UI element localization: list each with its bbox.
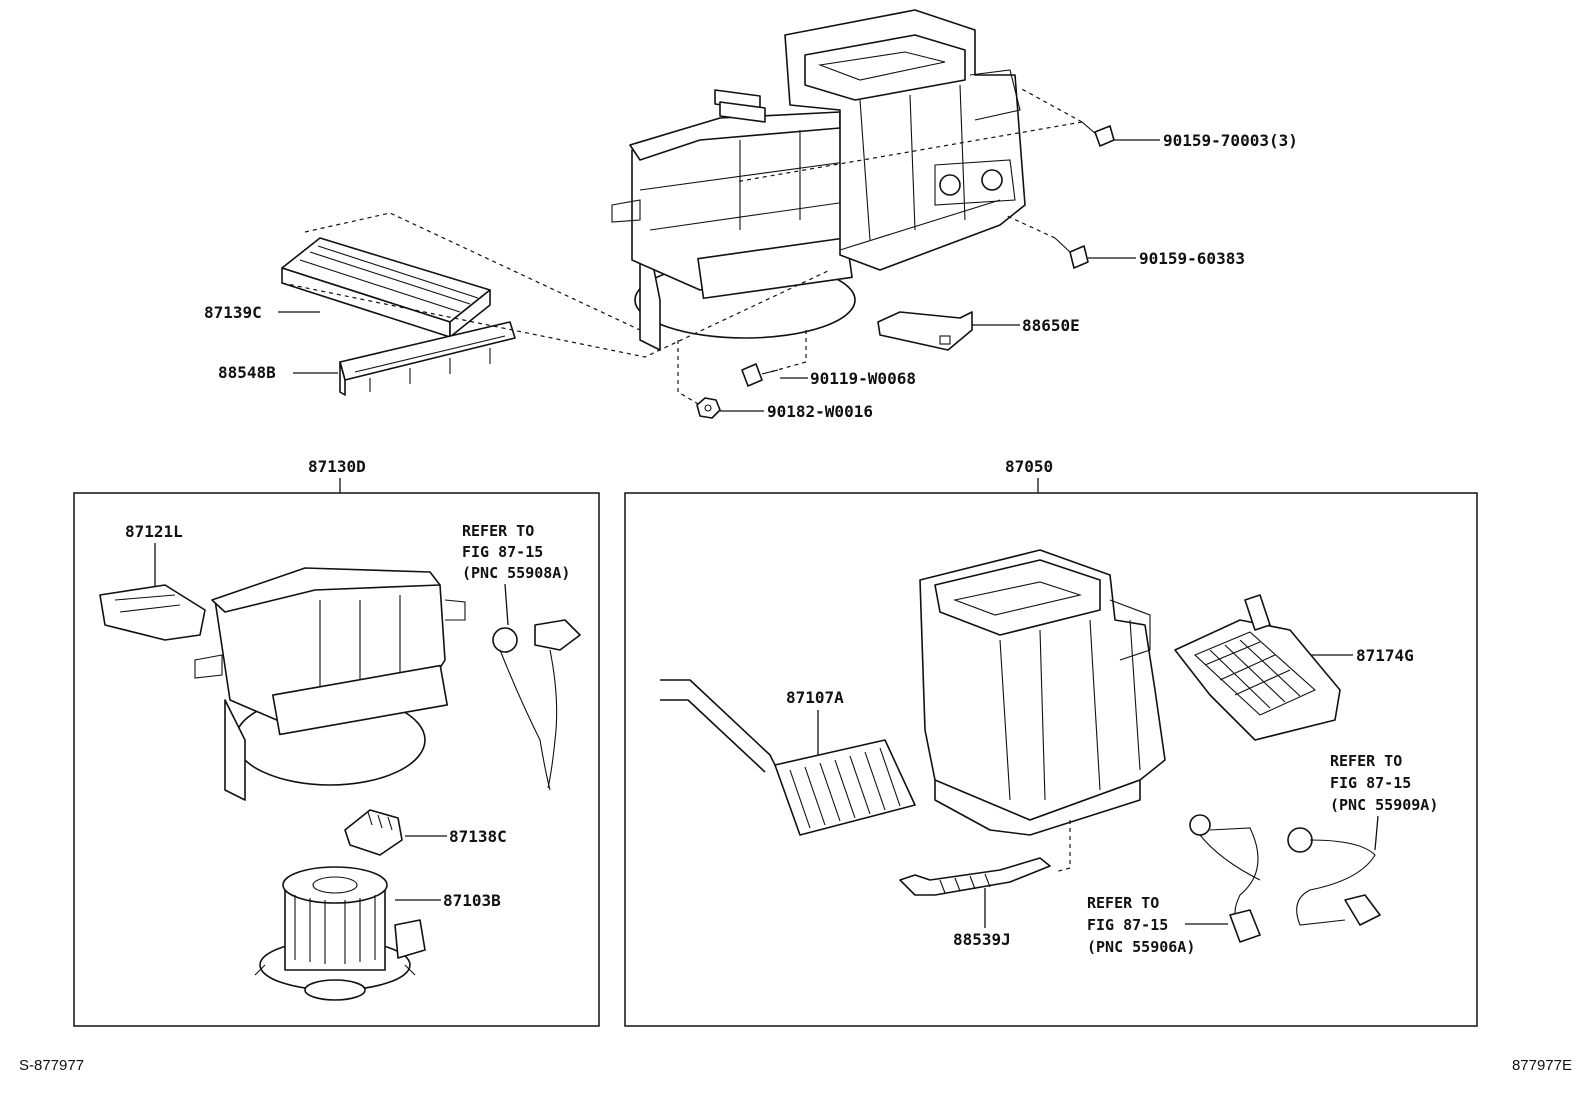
blower-sensor-connector-drawing bbox=[492, 619, 581, 791]
resistor-drawing bbox=[344, 809, 403, 856]
refer-note-right-line1: REFER TO bbox=[1330, 752, 1402, 770]
amplifier-drawing bbox=[877, 311, 973, 351]
label-87107a: 87107A bbox=[786, 688, 844, 707]
label-87139c: 87139C bbox=[204, 303, 262, 322]
footer-right-code: 877977E bbox=[1512, 1057, 1572, 1074]
nut-90182-w0016-icon bbox=[696, 397, 721, 419]
refer-note-right-line3: (PNC 55909A) bbox=[1330, 796, 1438, 814]
screw-90159-60383-icon bbox=[1054, 237, 1089, 269]
refer-note-blower-line2: FIG 87-15 bbox=[462, 543, 543, 561]
label-87138c: 87138C bbox=[449, 827, 507, 846]
label-90159-60383: 90159-60383 bbox=[1139, 249, 1245, 268]
label-87050: 87050 bbox=[1005, 457, 1053, 476]
label-88548b: 88548B bbox=[218, 363, 276, 382]
footer-left-code: S-877977 bbox=[19, 1057, 84, 1074]
filter-case-drawing bbox=[339, 321, 516, 396]
label-88539j: 88539J bbox=[953, 930, 1011, 949]
refer-note-blower-line3: (PNC 55908A) bbox=[462, 564, 570, 582]
heater-blower-assembly-drawing bbox=[611, 9, 1026, 351]
label-88650e: 88650E bbox=[1022, 316, 1080, 335]
blower-assembly-box bbox=[73, 492, 600, 1027]
heater-unit-drawing bbox=[919, 549, 1166, 836]
label-90119-w0068: 90119-W0068 bbox=[810, 369, 916, 388]
air-filter-drawing bbox=[281, 237, 491, 338]
label-90159-70003: 90159-70003(3) bbox=[1163, 131, 1298, 150]
label-90182-w0016: 90182-W0016 bbox=[767, 402, 873, 421]
evaporator-drawing bbox=[1174, 594, 1341, 741]
label-87174g: 87174G bbox=[1356, 646, 1414, 665]
heater-core-drawing bbox=[660, 679, 916, 836]
refer-note-bottom-line2: FIG 87-15 bbox=[1087, 916, 1168, 934]
refer-note-right-line2: FIG 87-15 bbox=[1330, 774, 1411, 792]
heater-sensor-wires-drawing bbox=[1189, 814, 1381, 943]
blower-motor-drawing bbox=[254, 866, 426, 1001]
blower-case-drawing bbox=[99, 584, 206, 641]
refer-note-bottom-line1: REFER TO bbox=[1087, 894, 1159, 912]
screw-90159-70003-icon bbox=[1081, 121, 1115, 147]
blower-unit-drawing bbox=[194, 567, 466, 801]
label-87121l: 87121L bbox=[125, 522, 183, 541]
screw-90119-w0068-icon bbox=[741, 363, 779, 387]
heater-assembly-box bbox=[624, 492, 1478, 1027]
refer-note-blower-line1: REFER TO bbox=[462, 522, 534, 540]
drain-hose-drawing bbox=[899, 857, 1051, 896]
label-87130d: 87130D bbox=[308, 457, 366, 476]
refer-note-bottom-line3: (PNC 55906A) bbox=[1087, 938, 1195, 956]
label-87103b: 87103B bbox=[443, 891, 501, 910]
